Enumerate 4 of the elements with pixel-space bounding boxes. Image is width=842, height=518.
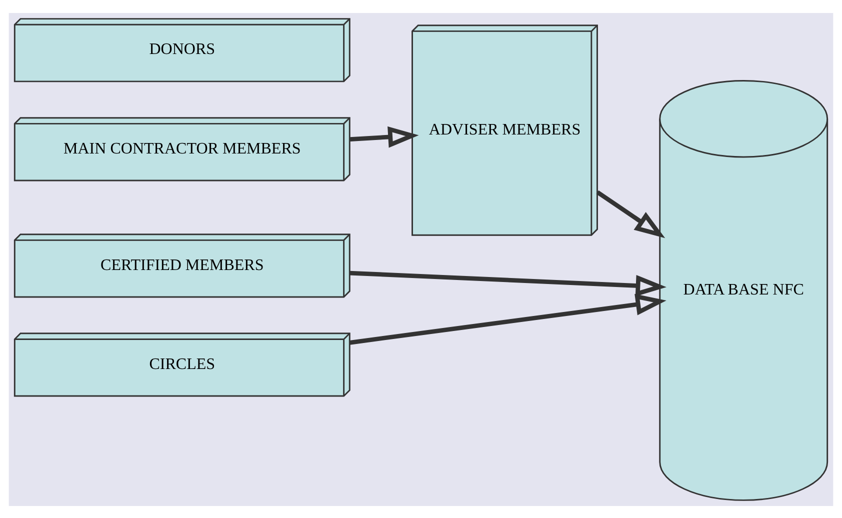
arrow bbox=[349, 293, 666, 344]
arrow bbox=[350, 126, 419, 148]
arrow bbox=[350, 270, 666, 296]
arrow bbox=[596, 190, 666, 238]
